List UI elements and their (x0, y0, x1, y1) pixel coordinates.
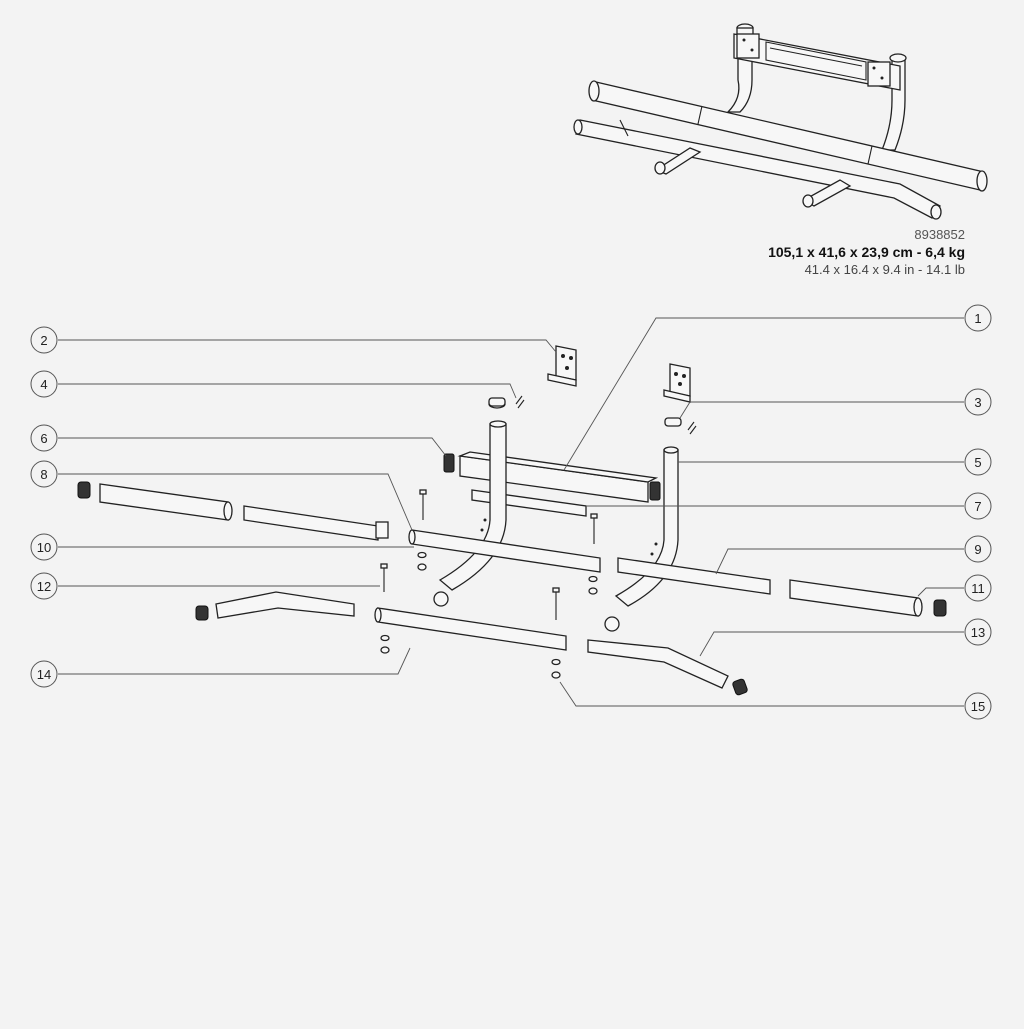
callout-9: 9 (964, 535, 992, 563)
svg-text:12: 12 (37, 579, 51, 594)
callout-12: 12 (30, 572, 58, 600)
callout-14: 14 (30, 660, 58, 688)
part-7-beam-plate (471, 489, 587, 517)
part-13-right-leg (587, 639, 748, 696)
svg-text:3: 3 (974, 395, 981, 410)
svg-text:1: 1 (974, 311, 981, 326)
imperial-dimensions: 41.4 x 16.4 x 9.4 in - 14.1 lb (804, 262, 965, 277)
svg-text:11: 11 (971, 581, 985, 596)
part-3-wall-bracket (663, 363, 691, 403)
part-2-wall-bracket (547, 345, 577, 387)
svg-text:13: 13 (971, 625, 985, 640)
callout-6: 6 (30, 424, 58, 452)
callout-8: 8 (30, 460, 58, 488)
callout-13: 13 (964, 618, 992, 646)
part-12-left-leg (195, 591, 355, 621)
part-3-end-cap-screw (664, 417, 697, 435)
part-9-right-grip (617, 557, 947, 617)
callout-11: 11 (964, 574, 992, 602)
svg-text:4: 4 (40, 377, 47, 392)
svg-text:5: 5 (974, 455, 981, 470)
callout-7: 7 (964, 492, 992, 520)
leader-lines (58, 317, 964, 707)
assembled-pullup-bar (573, 23, 988, 220)
left-upright-tube (433, 420, 507, 607)
metric-dimensions: 105,1 x 41,6 x 23,9 cm - 6,4 kg (768, 244, 965, 260)
part-4-end-cap-screw (488, 395, 525, 409)
svg-text:15: 15 (971, 699, 985, 714)
svg-text:2: 2 (40, 333, 47, 348)
callout-5: 5 (964, 448, 992, 476)
part-8-left-grip (77, 481, 389, 541)
product-code: 8938852 (914, 227, 965, 242)
callout-4: 4 (30, 370, 58, 398)
callout-1: 1 (964, 304, 992, 332)
svg-text:10: 10 (37, 540, 51, 555)
callout-3: 3 (964, 388, 992, 416)
svg-text:7: 7 (974, 499, 981, 514)
svg-text:8: 8 (40, 467, 47, 482)
svg-text:6: 6 (40, 431, 47, 446)
bolts (380, 489, 598, 620)
svg-text:14: 14 (37, 667, 51, 682)
part-15-washers-nuts (380, 551, 598, 679)
part-1-top-beam (443, 451, 661, 503)
part-10-cross-bar (408, 529, 601, 573)
svg-text:9: 9 (974, 542, 981, 557)
callout-10: 10 (30, 533, 58, 561)
callout-2: 2 (30, 326, 58, 354)
part-14-lower-bar (374, 607, 567, 651)
callout-15: 15 (964, 692, 992, 720)
